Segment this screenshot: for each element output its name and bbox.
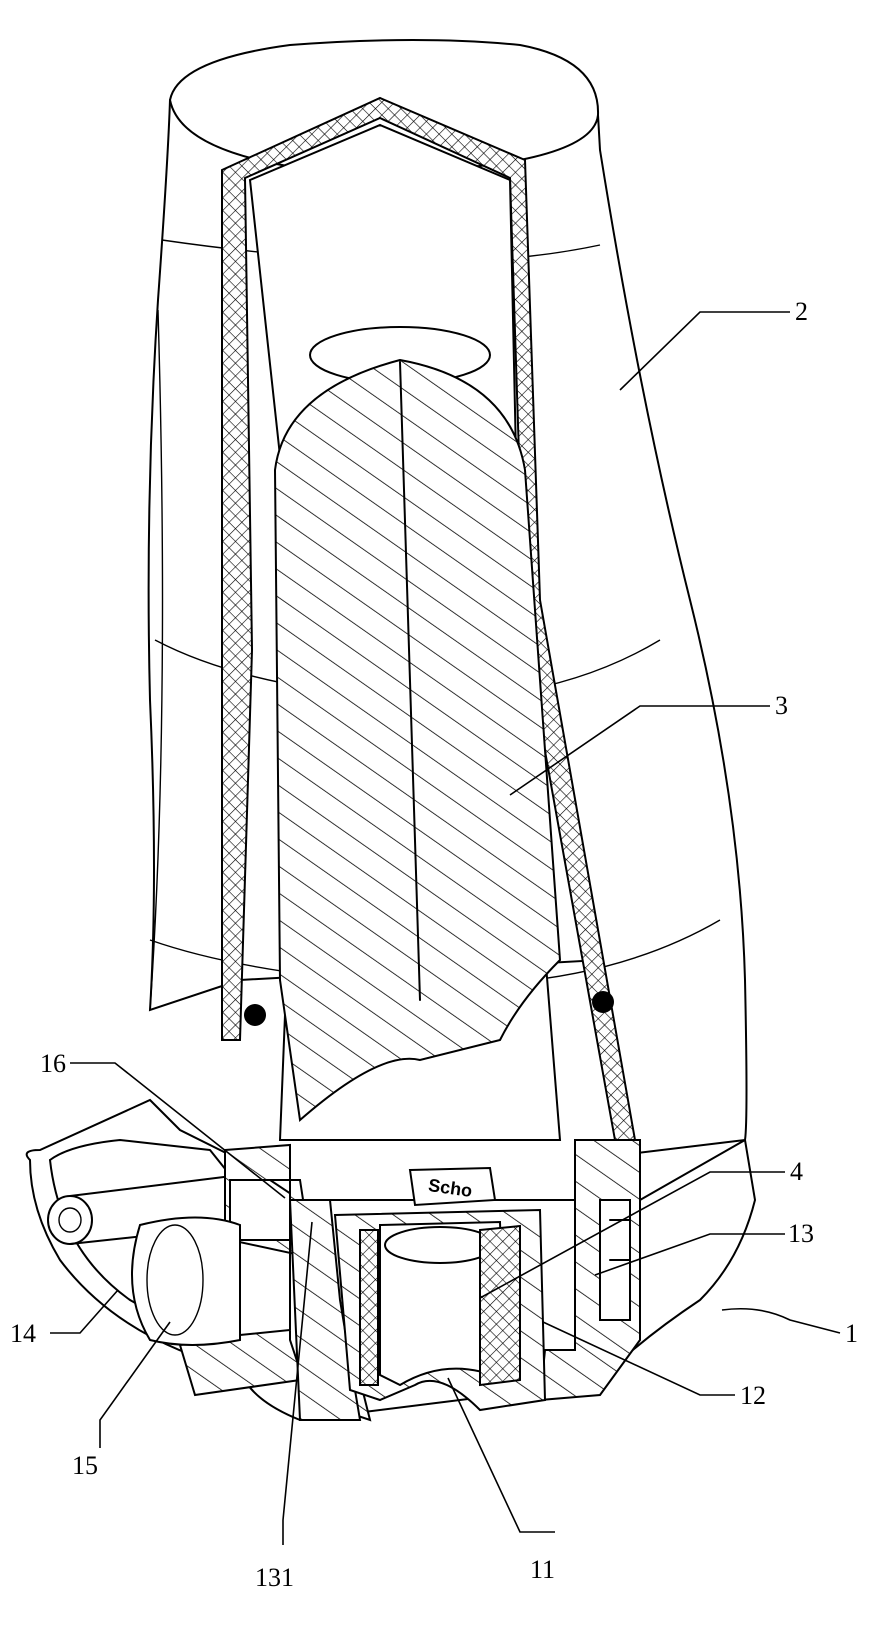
leader-4 — [479, 1171, 785, 1299]
side-nozzle — [131, 1216, 241, 1346]
label-11: 11 — [530, 1555, 555, 1584]
label-13: 13 — [788, 1219, 814, 1248]
seal-right — [592, 991, 614, 1013]
leader-131 — [282, 1221, 313, 1545]
leader-16 — [70, 1062, 286, 1199]
leader-11 — [447, 1377, 555, 1533]
label-2: 2 — [795, 297, 808, 326]
inner-core — [248, 123, 562, 1141]
leader-12 — [542, 1321, 735, 1396]
cap-wall-section — [221, 96, 637, 1141]
label-4: 4 — [790, 1157, 803, 1186]
leader-2 — [619, 311, 790, 391]
leader-13 — [594, 1233, 785, 1276]
leader-15 — [99, 1321, 171, 1448]
leader-3 — [509, 705, 770, 796]
label-12: 12 — [740, 1381, 766, 1410]
label-16: 16 — [40, 1049, 66, 1078]
leader-14 — [50, 1289, 119, 1334]
leader-1 — [721, 1307, 841, 1334]
label-14: 14 — [10, 1319, 36, 1348]
seal-left — [244, 1004, 266, 1026]
label-1: 1 — [845, 1319, 858, 1348]
label-131: 131 — [255, 1563, 294, 1592]
label-15: 15 — [72, 1451, 98, 1480]
central-cup: Scho — [333, 1166, 547, 1412]
reference-labels: 2 3 4 13 1 12 11 131 16 14 15 — [10, 297, 858, 1592]
leader-lines — [50, 311, 841, 1545]
label-3: 3 — [775, 691, 788, 720]
